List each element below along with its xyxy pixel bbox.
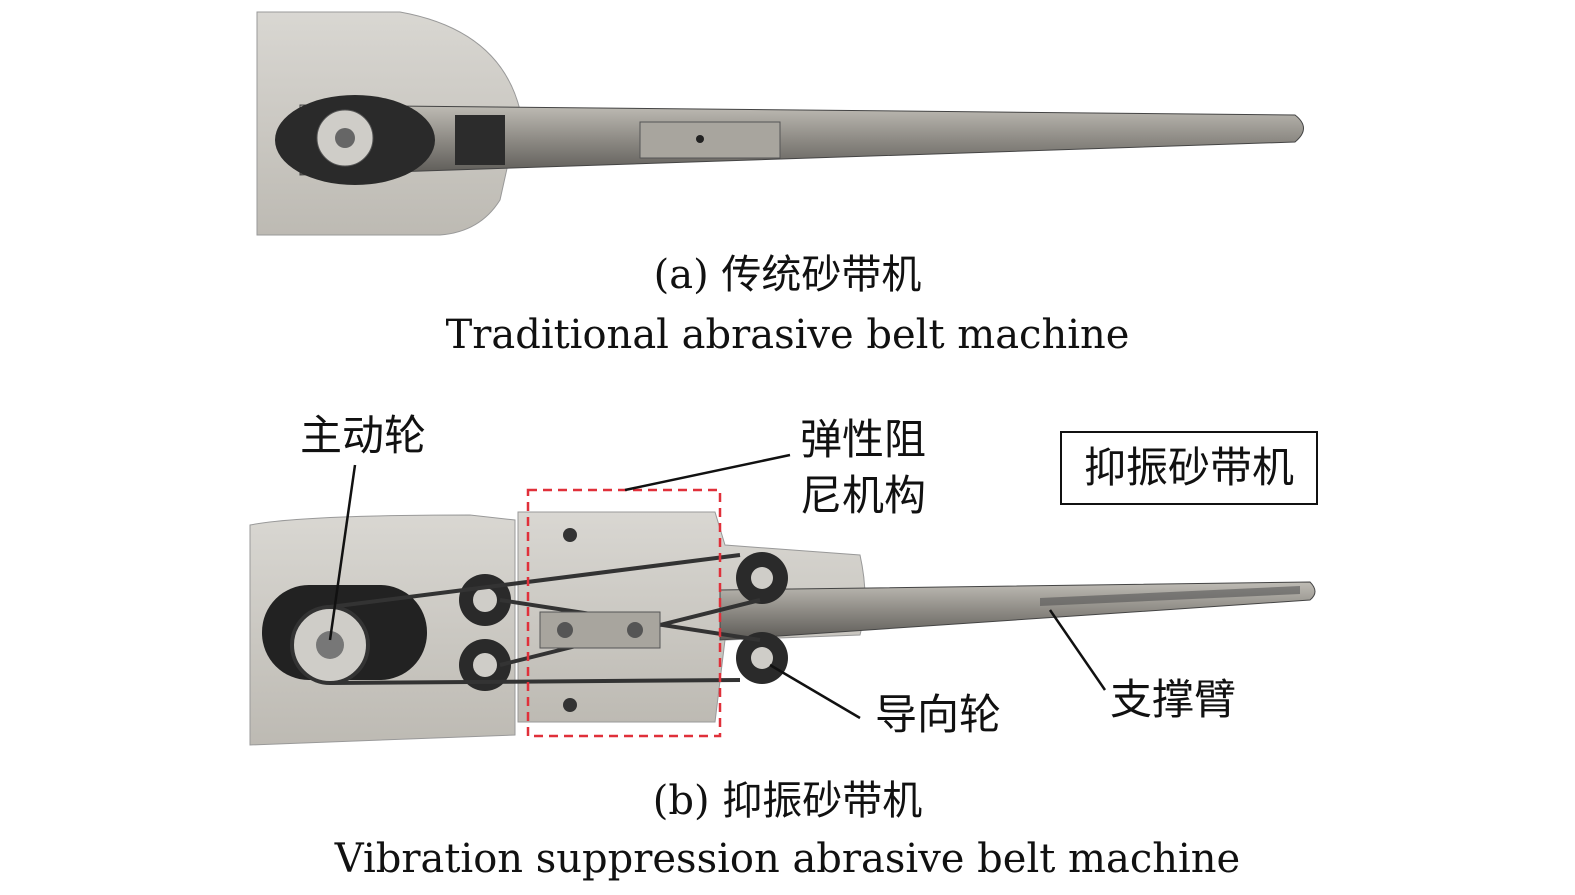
caption-b-chinese: (b) 抑振砂带机: [652, 778, 923, 824]
caption-b-english: Vibration suppression abrasive belt mach…: [334, 836, 1241, 882]
label-support-arm: 支撑臂: [1110, 675, 1237, 724]
label-drive-wheel: 主动轮: [300, 411, 427, 460]
label-guide-wheel: 导向轮: [875, 690, 1002, 739]
traditional-machine-photo: [256, 11, 1304, 236]
caption-a-chinese: (a) 传统砂带机: [653, 252, 922, 298]
label-damping-line2: 尼机构: [800, 471, 927, 520]
title-box: 抑振砂带机: [1060, 431, 1318, 505]
label-damping-line1: 弹性阻: [800, 415, 927, 464]
vibration-suppression-machine-photo: [249, 488, 1316, 746]
leader-lines: [328, 453, 1107, 720]
caption-a-english: Traditional abrasive belt machine: [445, 312, 1130, 358]
